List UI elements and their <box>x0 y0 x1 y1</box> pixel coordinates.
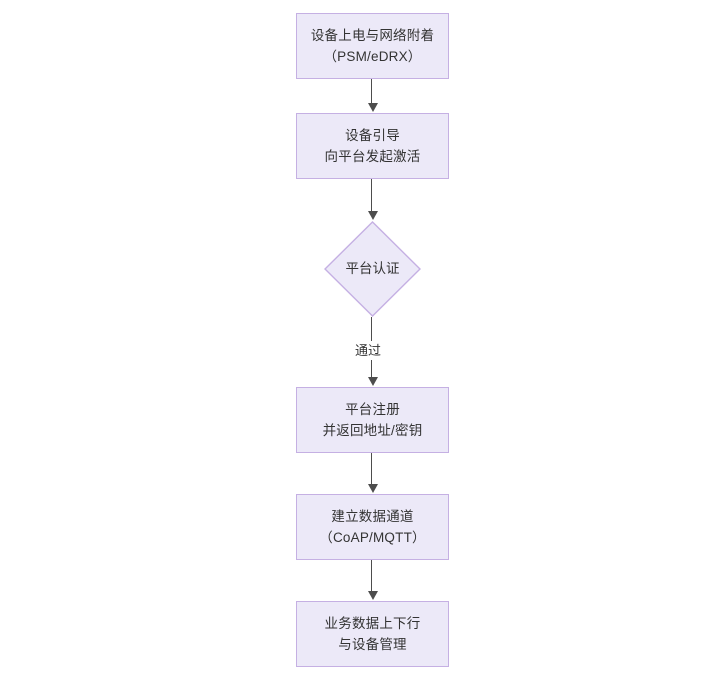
edge-n4-n5-arrowhead <box>367 484 378 493</box>
edge-n2-n3-arrowhead <box>367 211 378 220</box>
node-label-line-2: （CoAP/MQTT） <box>319 530 426 545</box>
edge-n1-n2-line <box>371 79 373 105</box>
node-label-line-1: 设备上电与网络附着 <box>310 28 435 43</box>
flow-node-business-data[interactable]: 业务数据上下行 与设备管理 <box>296 601 449 667</box>
node-label-line-2: （PSM/eDRX） <box>323 49 422 64</box>
flow-node-platform-auth-decision[interactable]: 平台认证 <box>324 221 421 317</box>
edge-n4-n5-line <box>371 453 373 486</box>
node-label-line-1: 平台认证 <box>345 261 400 276</box>
diamond-shape-icon <box>324 221 421 317</box>
edge-n1-n2-arrowhead <box>367 103 378 112</box>
node-label-line-1: 设备引导 <box>345 128 400 143</box>
node-label-line-2: 向平台发起激活 <box>324 149 421 164</box>
flow-node-device-power-on[interactable]: 设备上电与网络附着 （PSM/eDRX） <box>296 13 449 79</box>
node-label-line-1: 业务数据上下行 <box>324 616 421 631</box>
flow-node-device-bootstrap[interactable]: 设备引导 向平台发起激活 <box>296 113 449 179</box>
edge-n3-n4-arrowhead <box>367 377 378 386</box>
edge-n2-n3-line <box>371 179 373 213</box>
flow-node-data-channel[interactable]: 建立数据通道 （CoAP/MQTT） <box>296 494 449 560</box>
edge-n5-n6-arrowhead <box>367 591 378 600</box>
node-label-line-1: 平台注册 <box>345 402 400 417</box>
node-label-line-2: 与设备管理 <box>338 637 407 652</box>
node-label-line-1: 建立数据通道 <box>331 509 414 524</box>
edge-n5-n6-line <box>371 560 373 593</box>
edge-label-pass: 通过 <box>352 341 385 360</box>
flow-node-platform-registration[interactable]: 平台注册 并返回地址/密钥 <box>296 387 449 453</box>
node-label-line-2: 并返回地址/密钥 <box>322 423 423 438</box>
